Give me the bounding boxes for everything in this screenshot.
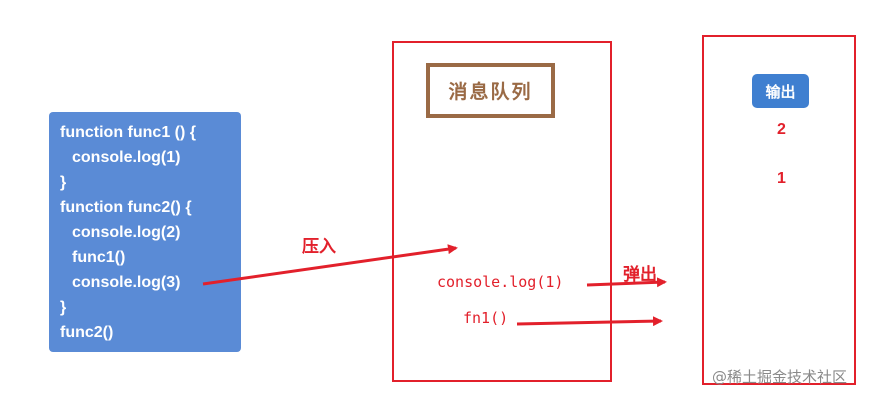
code-line: console.log(2) bbox=[72, 224, 181, 241]
code-line: func2() bbox=[60, 324, 114, 341]
output-value: 1 bbox=[777, 170, 786, 187]
code-line: console.log(3) bbox=[72, 274, 181, 291]
push-arrow bbox=[202, 244, 458, 286]
code-line: function func1 () { bbox=[60, 124, 196, 141]
output-value: 2 bbox=[777, 121, 786, 138]
code-line: } bbox=[60, 174, 67, 191]
code-block: function func1 () { console.log(1) } fun… bbox=[49, 112, 241, 352]
message-queue-title: 消息队列 bbox=[426, 63, 555, 118]
queue-item-console-log: console.log(1) bbox=[437, 273, 564, 291]
output-title-badge: 输出 bbox=[752, 74, 809, 108]
message-queue-box bbox=[392, 41, 612, 382]
code-line: func1() bbox=[72, 249, 126, 266]
pop-arrow-1 bbox=[586, 277, 667, 288]
code-line: console.log(1) bbox=[72, 149, 181, 166]
pop-arrow-2 bbox=[516, 316, 663, 327]
output-box bbox=[702, 35, 856, 385]
push-label: 压入 bbox=[302, 237, 336, 257]
code-line: function func2() { bbox=[60, 199, 192, 216]
queue-item-fn1: fn1() bbox=[463, 309, 509, 327]
pop-label: 弹出 bbox=[623, 265, 657, 285]
watermark: @稀土掘金技术社区 bbox=[712, 368, 848, 386]
code-line: } bbox=[60, 299, 67, 316]
